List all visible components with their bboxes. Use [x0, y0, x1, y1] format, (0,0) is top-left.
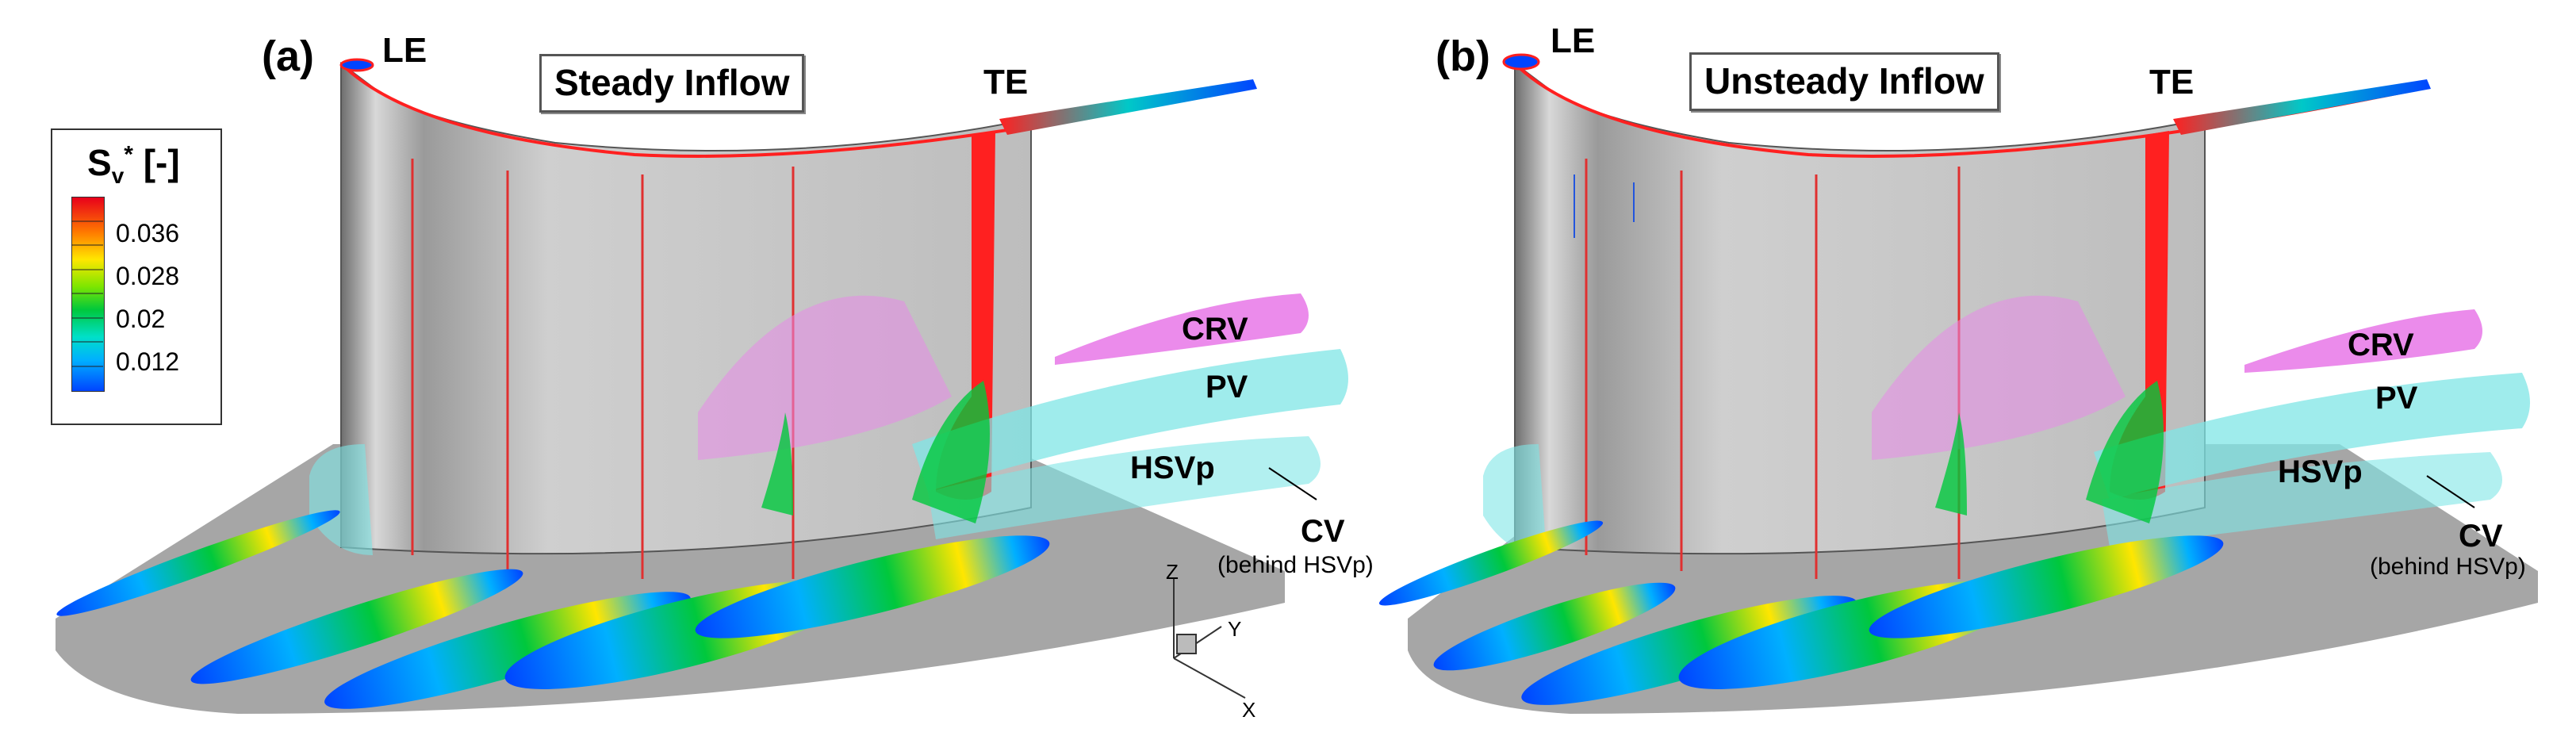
vortex-sheet-a-1: [761, 412, 793, 516]
panel-a-te-label: TE: [983, 63, 1029, 102]
panel-a-letter: (a): [262, 33, 314, 80]
legend-tick-2: 0.02: [116, 305, 166, 333]
panel-b-te-label: TE: [2149, 63, 2195, 102]
panel-a-hsvp-label: HSVp: [1130, 450, 1215, 485]
pv-tube-b: [2094, 373, 2530, 500]
panel-a-crv-label: CRV: [1182, 312, 1248, 347]
streak-b-2: [1433, 582, 1676, 671]
vortex-sheet-b-1: [1935, 412, 1967, 516]
panel-b-cv-note: (behind HSVp): [2370, 554, 2526, 580]
panel-a-le-label: LE: [382, 31, 427, 70]
axis-y-label: Y: [1228, 617, 1242, 641]
panel-b-le-label: LE: [1551, 21, 1596, 60]
color-legend: Sv* [-] 0.036 0.028 0.02 0.012: [51, 128, 222, 425]
streak-a-5: [695, 535, 1050, 638]
panel-a-title: Steady Inflow: [539, 54, 805, 113]
panel-a-cv-note: (behind HSVp): [1217, 552, 1374, 578]
legend-color-bar: [71, 197, 105, 392]
legend-title: Sv* [-]: [87, 141, 180, 189]
panel-b-pv-label: PV: [2375, 381, 2418, 416]
legend-unit: [-]: [143, 142, 180, 183]
hsvp-tube-a: [928, 436, 1321, 539]
legend-tick-1: 0.028: [116, 262, 180, 290]
panel-b-artwork: [1378, 53, 2538, 714]
streak-a-1: [56, 510, 340, 616]
vortex-sheet-a-2: [912, 381, 990, 523]
crv-region-a: [698, 295, 952, 460]
horseshoe-b: [1483, 444, 1547, 555]
legend-tick-0: 0.036: [116, 219, 180, 247]
le-marker-a: [339, 58, 374, 72]
vortex-sheet-b-2: [2086, 381, 2164, 523]
panel-b-cv-label: CV: [2459, 519, 2503, 554]
axis-x-label: X: [1242, 698, 1256, 722]
panel-b-crv-label: CRV: [2348, 328, 2414, 362]
legend-bar-lines: [71, 220, 103, 367]
crv-tube-b: [2244, 309, 2482, 373]
horseshoe-a: [309, 444, 373, 555]
legend-superscript: *: [124, 141, 133, 168]
legend-subscript: v: [111, 163, 125, 189]
streak-b-3: [1521, 596, 1857, 705]
crv-tube-a: [1055, 293, 1309, 365]
legend-symbol: S: [87, 142, 112, 183]
panel-a-pv-label: PV: [1206, 370, 1248, 404]
le-marker-b: [1502, 53, 1540, 71]
te-wake-a: [999, 79, 1257, 135]
panel-a-cv-label: CV: [1301, 514, 1345, 549]
streak-a-2: [190, 569, 523, 684]
streak-b-5: [1869, 535, 2224, 638]
cv-leader-a: [1268, 467, 1317, 500]
legend-tick-3: 0.012: [116, 347, 180, 376]
hsvp-tube-b: [2102, 452, 2502, 547]
cv-leader-b: [2426, 475, 2475, 508]
panel-b-title: Unsteady Inflow: [1689, 52, 1999, 111]
crv-region-b: [1872, 295, 2126, 460]
pv-tube-a: [912, 349, 1348, 492]
axis-triad: [1173, 579, 1246, 699]
te-wake-b: [2173, 79, 2431, 135]
streak-a-3: [324, 592, 691, 709]
panel-a-artwork: [56, 58, 1348, 714]
panel-b-hsvp-label: HSVp: [2278, 454, 2363, 489]
streak-b-1: [1378, 520, 1604, 606]
panel-b-letter: (b): [1436, 33, 1490, 80]
axis-z-label: Z: [1166, 560, 1179, 584]
